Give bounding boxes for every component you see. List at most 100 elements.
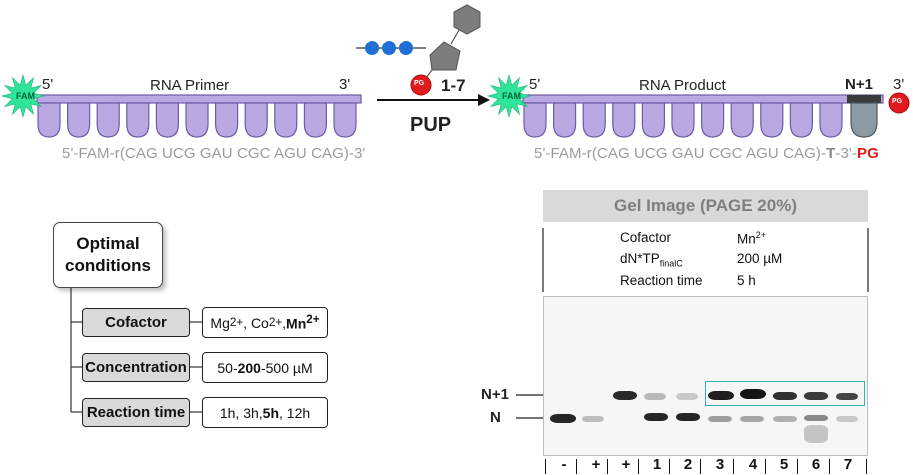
gel-cond-dntp: dN*TPfinalC — [620, 251, 683, 269]
lane-label: 5 — [779, 456, 789, 473]
nucleobase-tooth — [582, 102, 606, 138]
gel-header: Gel Image (PAGE 20%) — [543, 190, 868, 222]
nucleobase-tooth — [730, 102, 754, 138]
fam-star-icon — [486, 73, 532, 119]
concentration-value-box: 50-200-500 µM — [202, 352, 328, 383]
lane-separator — [638, 459, 640, 474]
pentagon-sugar-icon — [429, 41, 461, 71]
cofactor-label-box: Cofactor — [82, 308, 190, 337]
lane-label: 4 — [748, 456, 758, 473]
gel-band — [836, 416, 858, 422]
lane-label: 3 — [715, 456, 725, 473]
nucleobase-tooth — [641, 102, 665, 138]
lane-separator — [765, 459, 767, 474]
band-label-n-plus-one: N+1 — [481, 386, 509, 403]
band-label-n: N — [490, 409, 501, 426]
enzyme-label: PUP — [410, 114, 452, 136]
gel-band — [773, 392, 797, 400]
nucleobase-tooth — [760, 102, 784, 138]
gel-band — [708, 391, 734, 400]
optimal-conditions-title: Optimal conditions — [53, 222, 163, 288]
nucleobase-tooth — [37, 102, 61, 138]
product-sequence: 5'-FAM-r(CAG UCG GAU CGC AGU CAG)-T-3'-P… — [534, 145, 879, 162]
phosphate-label: P — [384, 38, 389, 45]
nucleobase-tooth — [185, 102, 209, 138]
nucleobase-tooth — [333, 102, 357, 138]
product-title: RNA Product — [639, 77, 726, 94]
gel-value-cofactor: Mn2+ — [737, 230, 767, 247]
lane-label: 1 — [652, 456, 662, 473]
lane-separator — [545, 459, 547, 474]
gel-band — [644, 413, 668, 421]
pg-label: PG — [414, 80, 425, 87]
gel-band — [644, 393, 666, 400]
primer-three-prime: 3' — [339, 76, 351, 93]
phosphate-label: P — [401, 38, 406, 45]
lane-label: 7 — [843, 456, 853, 473]
nucleobase-tooth — [819, 102, 843, 138]
nucleobase-tooth — [215, 102, 239, 138]
gel-band — [836, 393, 858, 400]
lane-separator — [576, 459, 578, 474]
lane-label: + — [591, 456, 601, 473]
gel-band — [550, 414, 576, 423]
gel-band — [613, 391, 637, 400]
phosphate-icon — [365, 41, 379, 55]
reaction-time-label-box: Reaction time — [82, 398, 190, 427]
gel-band — [804, 425, 828, 443]
nucleobase-tooth — [96, 102, 120, 138]
nucleobase-tooth — [244, 102, 268, 138]
hexagon-base-icon — [453, 4, 481, 35]
pg-circle-icon — [410, 74, 432, 96]
nucleobase-tooth — [789, 102, 813, 138]
pg-circle-icon — [888, 92, 910, 114]
gel-band — [804, 392, 828, 400]
reaction-arrow — [377, 94, 490, 106]
n-plus-one-label: N+1 — [845, 76, 873, 93]
gel-band — [740, 416, 764, 422]
lane-separator — [607, 459, 609, 474]
lane-separator — [797, 459, 799, 474]
lane-separator — [733, 459, 735, 474]
gel-value-dntp: 200 µM — [737, 251, 783, 266]
nucleobase-tooth — [67, 102, 91, 138]
nucleobase-tooth — [126, 102, 150, 138]
primer-five-prime: 5' — [42, 76, 54, 93]
lane-separator — [829, 459, 831, 474]
phosphate-label: P — [367, 38, 372, 45]
added-nucleotide-shape — [850, 102, 878, 138]
lane-separator — [866, 459, 868, 474]
conditions-tree — [70, 288, 202, 413]
gel-image — [543, 296, 868, 456]
phosphate-icon — [399, 41, 413, 55]
lane-separator — [669, 459, 671, 474]
lane-separator — [700, 459, 702, 474]
phosphate-icon — [382, 41, 396, 55]
gel-value-time: 5 h — [737, 273, 756, 288]
nucleobase-tooth — [671, 102, 695, 138]
compounds-label: 1-7 — [441, 76, 466, 95]
lane-label: 6 — [811, 456, 821, 473]
fam-label: FAM — [16, 91, 35, 101]
lane-label: - — [561, 456, 567, 473]
nucleobase-tooth — [303, 102, 327, 138]
nucleobase-tooth — [155, 102, 179, 138]
nucleotide-structure — [356, 4, 481, 96]
gel-cond-cofactor: Cofactor — [620, 230, 672, 245]
lane-label: + — [621, 456, 631, 473]
fam-label: FAM — [502, 91, 521, 101]
rna-primer-strand — [36, 94, 362, 138]
pg-label: PG — [892, 98, 903, 105]
nucleobase-tooth — [701, 102, 725, 138]
reaction-time-value-box: 1h, 3h, 5h, 12h — [202, 397, 328, 428]
gel-cond-time: Reaction time — [620, 273, 703, 288]
gel-band — [773, 416, 797, 422]
concentration-label-box: Concentration — [82, 353, 190, 382]
nucleobase-tooth — [612, 102, 636, 138]
primer-sequence: 5'-FAM-r(CAG UCG GAU CGC AGU CAG)-3' — [62, 145, 366, 162]
nucleobase-tooth — [553, 102, 577, 138]
rna-product-strand — [522, 94, 884, 138]
gel-highlight-box — [705, 381, 865, 406]
